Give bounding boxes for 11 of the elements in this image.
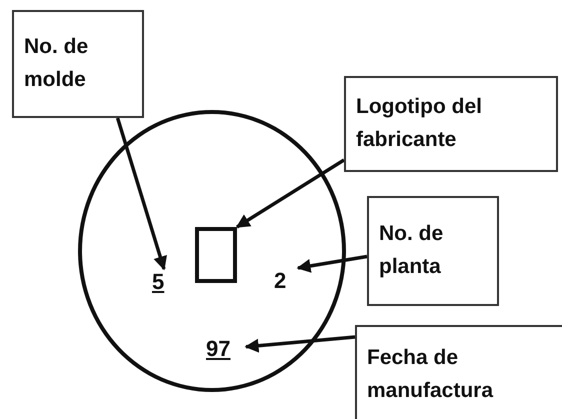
empty-rectangle <box>195 227 237 283</box>
leader-arrow <box>236 158 345 228</box>
callout-box: No. de molde <box>12 10 144 118</box>
leader-arrow <box>116 117 167 270</box>
callout-box: Logotipo del fabricante <box>344 76 558 172</box>
date-number: 97 <box>206 336 246 372</box>
callout-box: Fecha de manufactura <box>355 325 562 419</box>
callout-box: No. de planta <box>367 196 499 306</box>
plant-number: 2 <box>274 268 298 304</box>
mold-number: 5 <box>152 269 176 305</box>
leader-arrow <box>244 335 356 353</box>
